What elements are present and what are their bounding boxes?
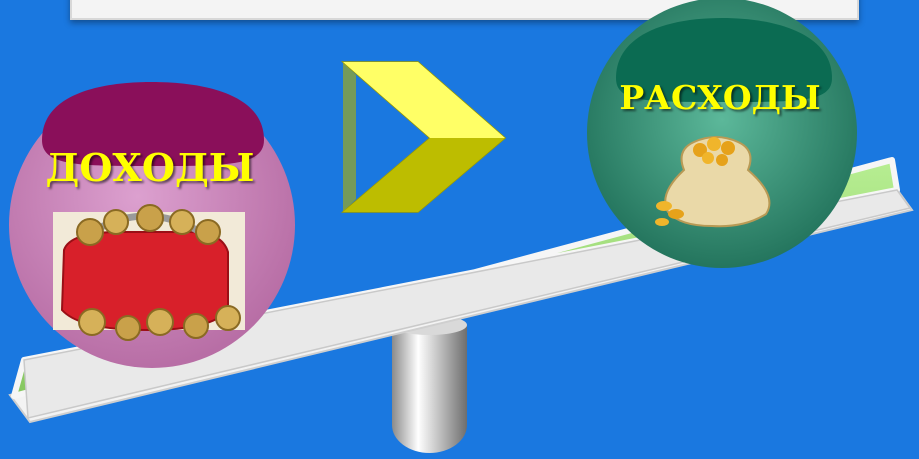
expense-cap <box>616 18 832 102</box>
fulcrum-cylinder <box>392 315 467 453</box>
red-coin-purse-icon <box>53 204 245 341</box>
gold-coin-sack-icon <box>655 136 771 228</box>
expense-label: РАСХОДЫ <box>619 78 821 117</box>
income-cap <box>42 82 264 166</box>
income-label: ДОХОДЫ <box>45 145 255 190</box>
greater-than-arrow <box>340 61 507 213</box>
expense-circle <box>587 0 857 268</box>
